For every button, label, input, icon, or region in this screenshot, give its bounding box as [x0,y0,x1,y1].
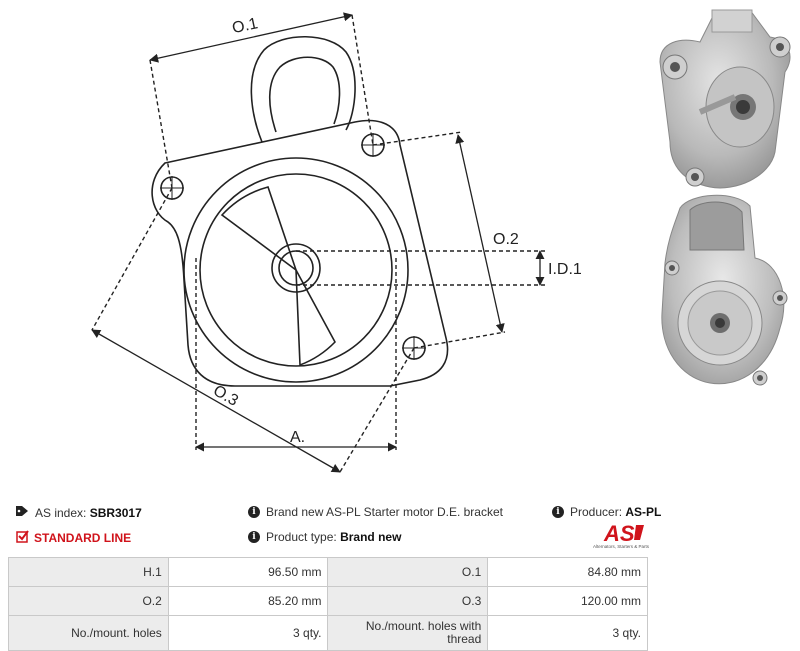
spec-key: No./mount. holes [8,615,169,651]
info-icon: i [248,531,260,543]
producer-value: AS-PL [625,505,662,519]
svg-text:AS: AS [603,522,635,544]
dim-a-label: A. [290,429,305,446]
table-row: No./mount. holes 3 qty. No./mount. holes… [8,615,648,651]
checkbox-checked-icon [16,530,29,546]
producer-row: i Producer: AS-PL [552,505,661,519]
product-type-row: i Product type: Brand new [248,530,401,544]
info-icon: i [552,506,564,518]
spec-value: 120.00 mm [487,586,648,616]
dim-id1-label: I.D.1 [548,261,582,278]
description-text: Brand new AS-PL Starter motor D.E. brack… [266,505,503,519]
spec-value: 84.80 mm [487,557,648,587]
spec-key: O.1 [327,557,489,587]
table-row: O.2 85.20 mm O.3 120.00 mm [8,586,648,616]
product-type-label: Product type: [266,530,337,544]
spec-key: O.3 [327,586,489,616]
spec-value: 3 qty. [487,615,648,651]
product-photo-rear [661,194,788,386]
spec-value: 96.50 mm [167,557,329,587]
spec-table: H.1 96.50 mm O.1 84.80 mm O.2 85.20 mm O… [8,557,648,651]
as-index-value: SBR3017 [89,505,142,520]
product-photo-front [659,9,791,189]
bracket-technical-drawing: O.1 O.2 I.D.1 O.3 A. [91,12,582,473]
producer-label: Producer: [570,505,623,519]
sector-cutout [220,186,298,273]
spec-key: O.2 [8,586,169,616]
dim-o2-label: O.2 [493,231,519,248]
dim-o1-label: O.1 [231,15,260,37]
as-pl-logo: AS Alternators, Starters & Parts [586,521,652,552]
standard-line-row: STANDARD LINE [16,530,131,546]
logo-tagline: Alternators, Starters & Parts [592,544,650,549]
bushing-outer [271,243,321,293]
spec-value: 85.20 mm [167,586,329,616]
spec-key: No./mount. holes with thread [327,615,489,651]
spec-value: 3 qty. [167,615,329,651]
top-lug-inner [268,56,341,133]
spec-key: H.1 [8,557,169,587]
tag-icon [16,505,30,520]
table-row: H.1 96.50 mm O.1 84.80 mm [8,557,648,587]
description-row: i Brand new AS-PL Starter motor D.E. bra… [248,505,503,519]
product-type-value: Brand new [340,530,402,544]
standard-line-label: STANDARD LINE [34,531,132,545]
as-index-label: AS index: [35,505,87,520]
info-icon: i [248,506,260,518]
as-index-row: AS index: SBR3017 [16,505,142,520]
